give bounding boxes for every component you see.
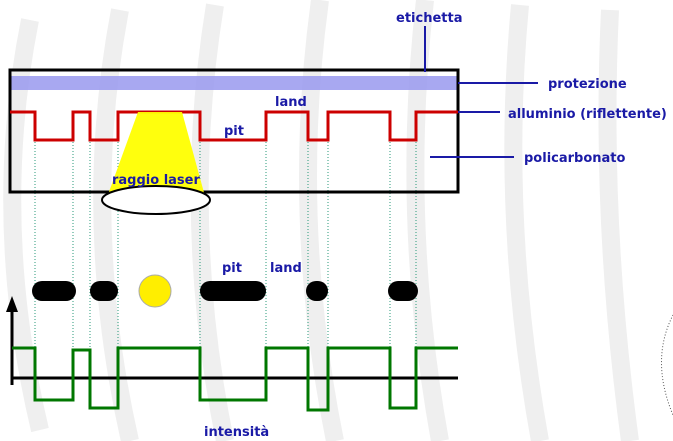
pit-mark (90, 281, 118, 301)
background-watermark (3, 0, 639, 441)
signal-waveform (12, 346, 458, 412)
aluminium-track (10, 110, 458, 142)
land-label-top: land (275, 95, 307, 110)
arrow-up-icon (6, 296, 18, 312)
pit-label-bottom: pit (222, 261, 242, 276)
pit-label-top: pit (224, 124, 244, 139)
laser-spot-circle-icon (138, 274, 172, 308)
laser-label: raggio laser (112, 173, 200, 188)
protection-layer (10, 76, 458, 90)
pit-mark (32, 281, 76, 301)
intensity-label: intensità (204, 425, 269, 440)
polycarbonate-label: policarbonato (524, 151, 626, 166)
protection-label: protezione (548, 77, 627, 92)
land-label-bottom: land (270, 261, 302, 276)
laser-beam (106, 112, 206, 200)
disc-edge-arc (661, 314, 673, 416)
guide-lines (34, 112, 417, 400)
pit-mark (388, 281, 418, 301)
aluminium-label: alluminio (riflettente) (508, 107, 667, 122)
label-layer-text: etichetta (396, 11, 462, 26)
disc-outline (8, 68, 460, 194)
pit-mark (306, 281, 328, 301)
laser-lens (101, 185, 211, 215)
pit-mark (200, 281, 266, 301)
